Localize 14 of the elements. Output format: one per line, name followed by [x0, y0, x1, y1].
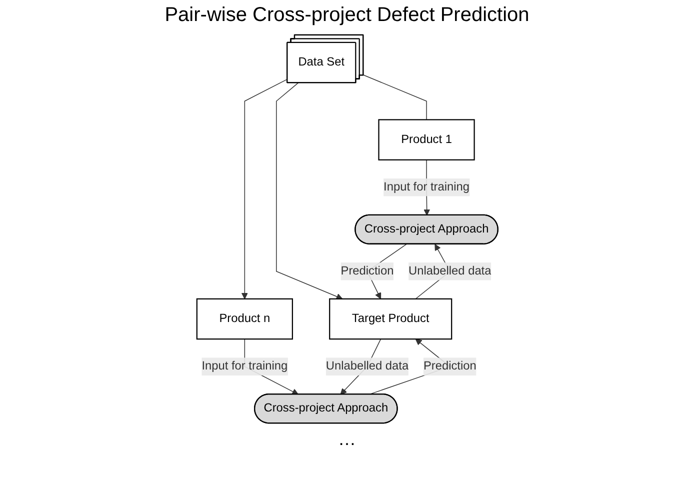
ellipsis-label: …	[338, 429, 356, 449]
arrow	[276, 82, 342, 300]
edge-label: Prediction	[340, 264, 394, 278]
connector	[362, 74, 426, 120]
edge-label: Input for training	[383, 180, 470, 194]
edge-label: Unlabelled data	[326, 360, 408, 372]
diagram-title: Pair-wise Cross-project Defect Prediction	[164, 4, 530, 27]
node-box: Product n	[196, 298, 293, 340]
edge-label: Prediction	[423, 360, 476, 372]
node-box: Target Product	[328, 298, 452, 340]
node-box: Product 1	[378, 119, 474, 160]
edge-label: Unlabelled data	[408, 264, 491, 278]
edge-label: Input for training	[201, 360, 288, 372]
arrow	[241, 78, 288, 300]
